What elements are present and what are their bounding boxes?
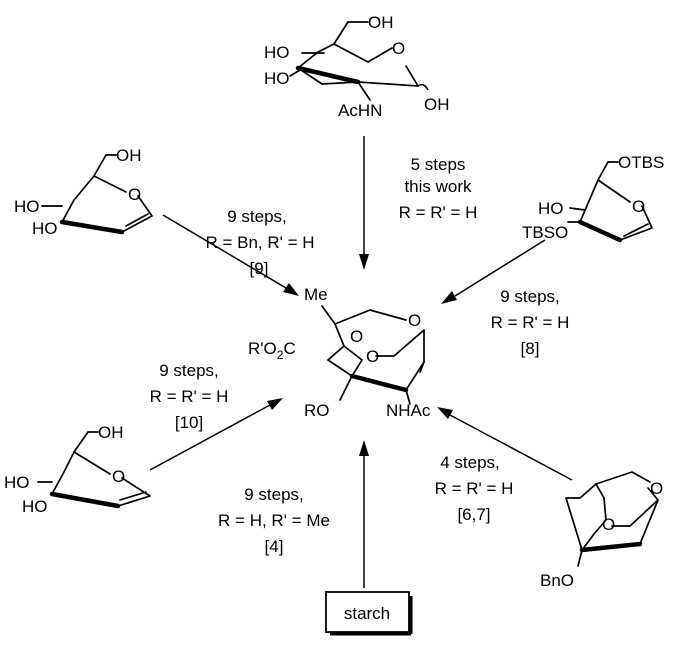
glucal-ul-ring-o: O bbox=[128, 185, 141, 204]
route-lower-right-conditions: 4 steps, R = R' = H [6,7] bbox=[435, 453, 514, 524]
arrow-from-lower-left-glucal bbox=[149, 398, 283, 471]
glucal-ul-oh-top: OH bbox=[116, 146, 142, 165]
route-bottom-line2: R = H, R' = Me bbox=[218, 511, 330, 530]
glucal-ul-ho-2: HO bbox=[32, 219, 58, 238]
route-upper-right-line1: 9 steps, bbox=[500, 287, 560, 306]
levoglucosan-o-top: O bbox=[650, 479, 663, 498]
glcnac-ho-1: HO bbox=[264, 43, 290, 62]
route-upper-left-line2: R = Bn, R' = H bbox=[205, 233, 314, 252]
arrow-from-starch bbox=[359, 440, 369, 588]
glucal-ll-oh-top: OH bbox=[98, 423, 124, 442]
arrow-from-upper-left-glucal bbox=[162, 214, 299, 296]
glucal-upper-left-structure: OH O HO HO bbox=[14, 146, 153, 238]
levoglucosan-bno: BnO bbox=[540, 571, 574, 590]
target-ester-sub: 2 bbox=[277, 348, 284, 362]
levoglucosan-o-bridge: O bbox=[602, 515, 615, 534]
glcnac-oh-anomeric: OH bbox=[424, 95, 450, 114]
route-lower-right-line3: [6,7] bbox=[457, 505, 490, 524]
levoglucosan-structure: O O BnO bbox=[540, 471, 663, 590]
route-lower-left-line2: R = R' = H bbox=[150, 387, 229, 406]
route-bottom-conditions: 9 steps, R = H, R' = Me [4] bbox=[218, 485, 330, 556]
route-upper-right-line2: R = R' = H bbox=[491, 313, 570, 332]
glucal-lower-left-structure: OH O HO HO bbox=[4, 423, 151, 516]
route-lower-left-line1: 9 steps, bbox=[159, 361, 219, 380]
route-top-conditions: 5 steps this work R = R' = H bbox=[399, 155, 478, 222]
target-o-bridge: O bbox=[350, 327, 363, 346]
target-o-top: O bbox=[408, 311, 421, 330]
arrow-from-tbs-glucal bbox=[441, 239, 546, 304]
glcnac-ho-2: HO bbox=[264, 69, 290, 88]
glcnac-ring-o: O bbox=[392, 39, 405, 58]
route-upper-right-conditions: 9 steps, R = R' = H [8] bbox=[491, 287, 570, 358]
tbs-glucal-otbs: OTBS bbox=[618, 153, 664, 172]
glcnac-structure: OH O HO HO AcHN OH bbox=[264, 13, 450, 120]
route-lower-right-line1: 4 steps, bbox=[440, 453, 500, 472]
glucal-ll-ho-1: HO bbox=[4, 473, 30, 492]
target-nhac: NHAc bbox=[386, 401, 431, 420]
route-top-line2: this work bbox=[404, 177, 472, 196]
glucal-ul-ho-1: HO bbox=[14, 197, 40, 216]
glcnac-achn: AcHN bbox=[338, 101, 382, 120]
glucal-ll-ho-2: HO bbox=[22, 497, 48, 516]
starch-box: starch bbox=[325, 591, 413, 636]
target-ester-suffix: C bbox=[283, 339, 295, 358]
route-top-line3: R = R' = H bbox=[399, 203, 478, 222]
starch-label: starch bbox=[344, 604, 390, 623]
target-me: Me bbox=[304, 285, 328, 304]
target-ester: R'O2C bbox=[248, 339, 296, 362]
route-lower-left-conditions: 9 steps, R = R' = H [10] bbox=[150, 361, 229, 432]
tbs-glucal-ho: HO bbox=[538, 199, 564, 218]
glucal-ll-ring-o: O bbox=[112, 467, 125, 486]
route-upper-left-conditions: 9 steps, R = Bn, R' = H [9] bbox=[205, 207, 314, 278]
route-bottom-line1: 9 steps, bbox=[244, 485, 304, 504]
target-o-ring: O bbox=[366, 347, 379, 366]
route-upper-right-line3: [8] bbox=[521, 339, 540, 358]
glcnac-oh-top: OH bbox=[368, 13, 394, 32]
target-structure: Me R'O2C O O O RO NHAc bbox=[248, 285, 431, 420]
route-upper-left-line1: 9 steps, bbox=[227, 207, 287, 226]
arrow-from-levoglucosan bbox=[437, 407, 573, 481]
route-lower-right-line2: R = R' = H bbox=[435, 479, 514, 498]
target-ester-prefix: R'O bbox=[248, 339, 277, 358]
tbs-glucal-structure: OTBS O HO TBSO bbox=[522, 153, 664, 243]
arrow-from-glcnac bbox=[359, 136, 369, 270]
route-top-line1: 5 steps bbox=[411, 155, 466, 174]
tbs-glucal-tbso: TBSO bbox=[522, 223, 568, 242]
route-upper-left-line3: [9] bbox=[250, 259, 269, 278]
tbs-glucal-ring-o: O bbox=[632, 197, 645, 216]
route-lower-left-line3: [10] bbox=[175, 413, 203, 432]
target-ro: RO bbox=[304, 401, 330, 420]
route-bottom-line3: [4] bbox=[265, 537, 284, 556]
